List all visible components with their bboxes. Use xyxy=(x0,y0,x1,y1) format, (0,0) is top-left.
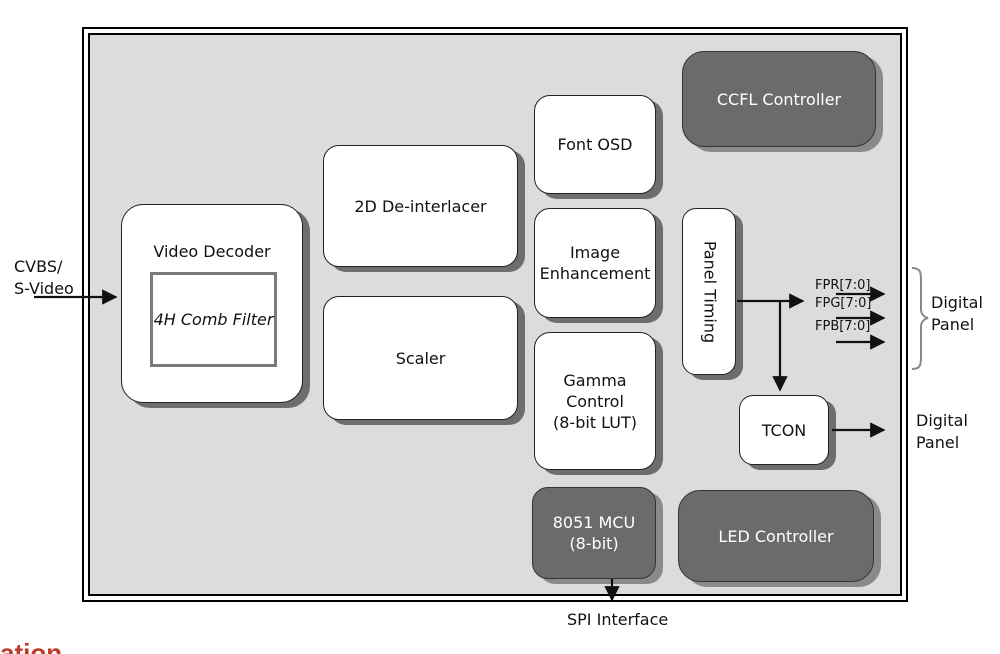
tcon-block: TCON xyxy=(739,395,829,465)
digital-panel-label-2: Digital Panel xyxy=(916,411,968,452)
fpb-bus-label: FPB[7:0] xyxy=(815,319,871,334)
deinterlacer-block: 2D De-interlacer xyxy=(323,145,518,267)
comb-filter-block: 4H Comb Filter xyxy=(150,272,277,367)
fpg-bus-label: FPG[7:0] xyxy=(815,296,872,311)
spi-interface-label: SPI Interface xyxy=(567,610,669,629)
font-osd-block: Font OSD xyxy=(534,95,656,194)
tcon-label: TCON xyxy=(761,420,807,440)
image-enhancement-label: Image Enhancement xyxy=(539,243,651,283)
panel-timing-block xyxy=(682,208,736,375)
ccfl-controller-block: CCFL Controller xyxy=(682,51,876,147)
scaler-label: Scaler xyxy=(395,348,446,368)
mcu-label: 8051 MCU (8-bit) xyxy=(552,513,636,553)
digital-panel-brace xyxy=(911,267,929,370)
image-enhancement-block: Image Enhancement xyxy=(534,208,656,318)
ccfl-controller-label: CCFL Controller xyxy=(716,89,842,109)
deinterlacer-label: 2D De-interlacer xyxy=(354,196,487,216)
scaler-block: Scaler xyxy=(323,296,518,420)
led-controller-label: LED Controller xyxy=(718,526,834,546)
cvbs-input-label: CVBS/ S-Video xyxy=(14,257,74,298)
video-decoder-label: Video Decoder xyxy=(153,242,271,261)
digital-panel-label-1: Digital Panel xyxy=(931,293,983,334)
comb-filter-label: 4H Comb Filter xyxy=(153,310,274,329)
gamma-control-label: Gamma Control (8-bit LUT) xyxy=(553,370,637,432)
mcu-block: 8051 MCU (8-bit) xyxy=(532,487,656,579)
fpr-bus-label: FPR[7:0] xyxy=(815,278,871,293)
font-osd-label: Font OSD xyxy=(557,135,633,154)
gamma-control-block: Gamma Control (8-bit LUT) xyxy=(534,332,656,470)
title-fragment-bottom: ation xyxy=(0,640,120,654)
led-controller-block: LED Controller xyxy=(678,490,874,582)
